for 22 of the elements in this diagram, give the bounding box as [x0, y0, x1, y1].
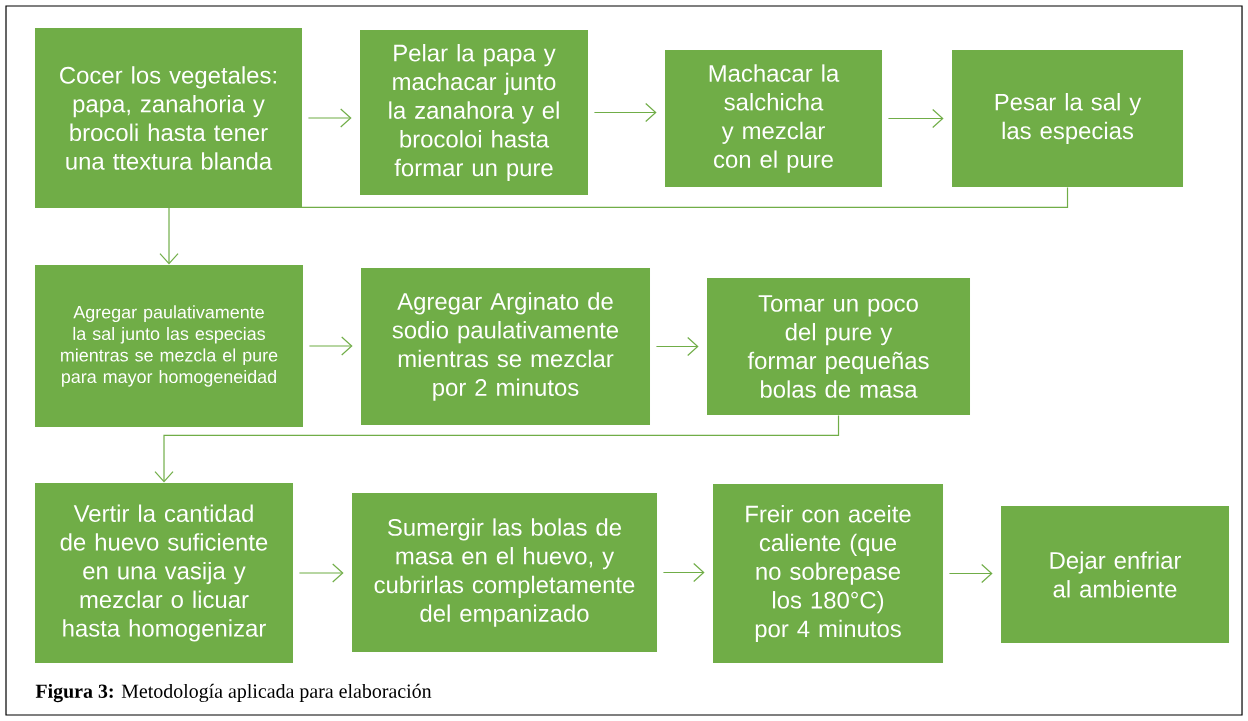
caption: Figura 3: Metodología aplicada para elaboración	[35, 683, 432, 703]
arrow	[307, 108, 352, 128]
arrow	[887, 108, 944, 129]
process-box: Pelar la papa y machacar junto la zanahora y el brocoloi hasta formar un pure	[360, 30, 588, 195]
process-box: Tomar un poco del pure y formar pequeñas bolas de masa	[707, 278, 970, 415]
process-box: Dejar enfriar al ambiente	[1001, 506, 1229, 643]
arrow	[593, 102, 657, 123]
process-box: Machacar la salchicha y mezclar con el pure	[665, 50, 882, 187]
arrow	[308, 336, 353, 356]
process-box: Agregar paulativamente la sal junto las especias mientras se mezcla el pure para mayor homogeneidad	[35, 265, 303, 427]
process-box: Sumergir las bolas de masa en el huevo, y cubrirlas completamente del empanizado	[352, 493, 657, 652]
arrow	[948, 563, 993, 584]
process-box: Cocer los vegetales: papa, zanahoria y brocoli hasta tener una ttextura blanda	[35, 28, 302, 208]
arrow	[154, 414, 840, 483]
arrow	[655, 336, 699, 357]
process-box: Freir con aceite caliente (que no sobrepase los 180°C) por 4 minutos	[713, 484, 943, 663]
arrow	[159, 186, 1069, 265]
arrow	[298, 563, 344, 583]
process-box: Vertir la cantidad de huevo suficiente en una vasija y mezclar o licuar hasta homogenizar	[35, 483, 293, 663]
arrow	[662, 562, 705, 583]
process-box: Pesar la sal y las especias	[952, 50, 1183, 187]
process-box: Agregar Arginato de sodio paulativamente mientras se mezclar por 2 minutos	[361, 268, 650, 425]
